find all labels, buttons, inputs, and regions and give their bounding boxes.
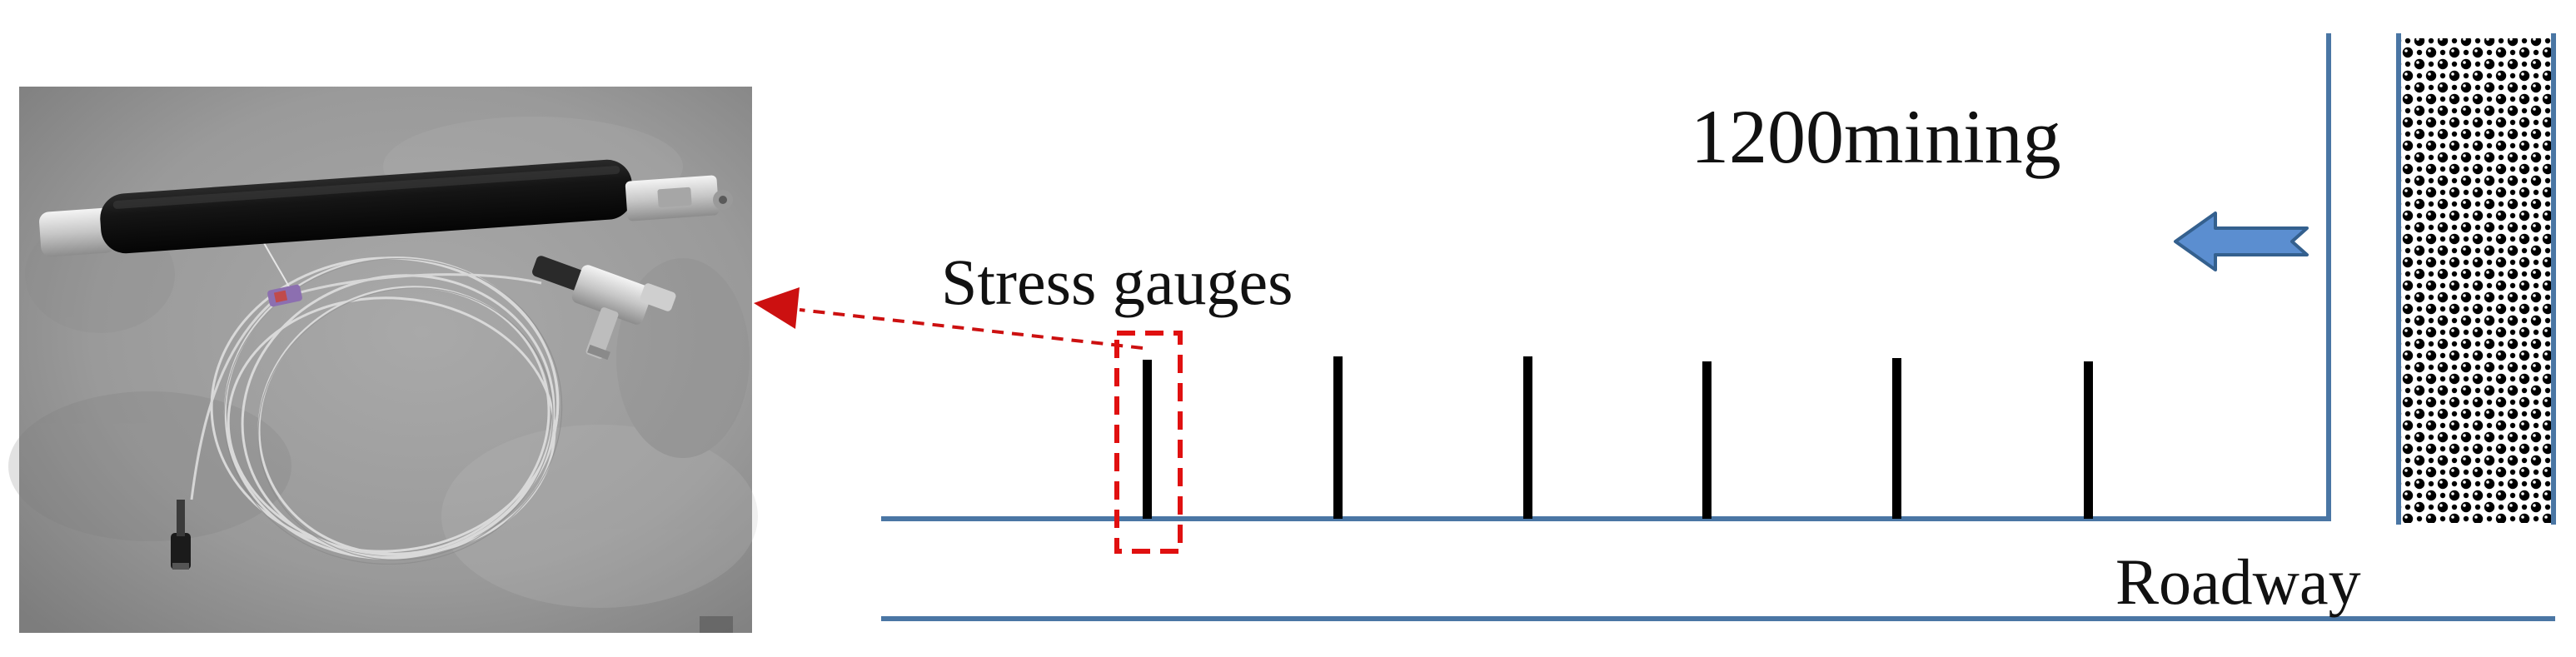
pointer-arrow <box>754 287 1144 350</box>
cable-lead <box>190 298 276 500</box>
tube-rubber-body <box>100 159 633 254</box>
valve-fitting <box>532 256 676 361</box>
gob-rock-pattern <box>2399 38 2554 523</box>
stress-gauge <box>1143 360 1152 519</box>
coiled-cable <box>210 256 560 560</box>
tube-metal-end <box>39 207 116 257</box>
stress-gauges <box>1143 356 2093 519</box>
stress-gauges-label: Stress gauges <box>941 246 1293 318</box>
mining-label: 1200mining <box>1691 94 2061 179</box>
stress-gauge <box>1523 356 1532 519</box>
roadway-label: Roadway <box>2115 545 2361 618</box>
goaf-zone <box>2396 33 2556 525</box>
stress-gauge <box>2084 361 2093 519</box>
dashed-arrow-icon <box>754 287 800 329</box>
floor-texture <box>8 117 758 608</box>
stress-gauge <box>1333 356 1343 519</box>
cable-tape <box>267 284 302 307</box>
sensor-tube <box>39 159 733 257</box>
stress-gauge <box>1892 358 1901 519</box>
stress-gauge <box>1702 361 1712 519</box>
gauge-highlight-box <box>1114 331 1183 554</box>
stress-gauge-photo <box>8 87 758 633</box>
left-arrow-icon <box>2174 212 2309 271</box>
connector-plug <box>171 500 191 570</box>
